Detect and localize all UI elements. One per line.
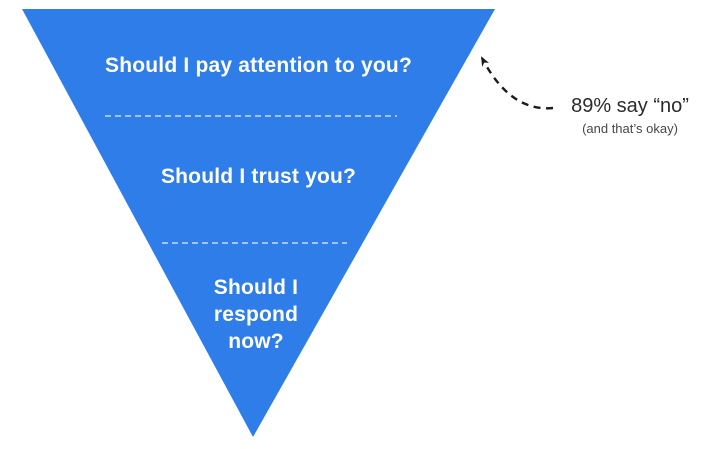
funnel-stage-trust-label: Should I trust you? bbox=[160, 165, 357, 188]
funnel-stage-respond-label: Should I respond now? bbox=[213, 276, 299, 353]
dashed-curved-arrow-icon bbox=[480, 56, 554, 110]
annotation-stat-text: 89% say “no” bbox=[571, 95, 689, 117]
stage-separator-2 bbox=[162, 242, 347, 244]
annotation-callout: 89% say “no” (and that’s okay) bbox=[545, 93, 715, 136]
stage-separator-1 bbox=[105, 115, 397, 117]
funnel-stage-attention-label: Should I pay attention to you? bbox=[105, 54, 412, 77]
annotation-note-text: (and that’s okay) bbox=[582, 121, 678, 136]
